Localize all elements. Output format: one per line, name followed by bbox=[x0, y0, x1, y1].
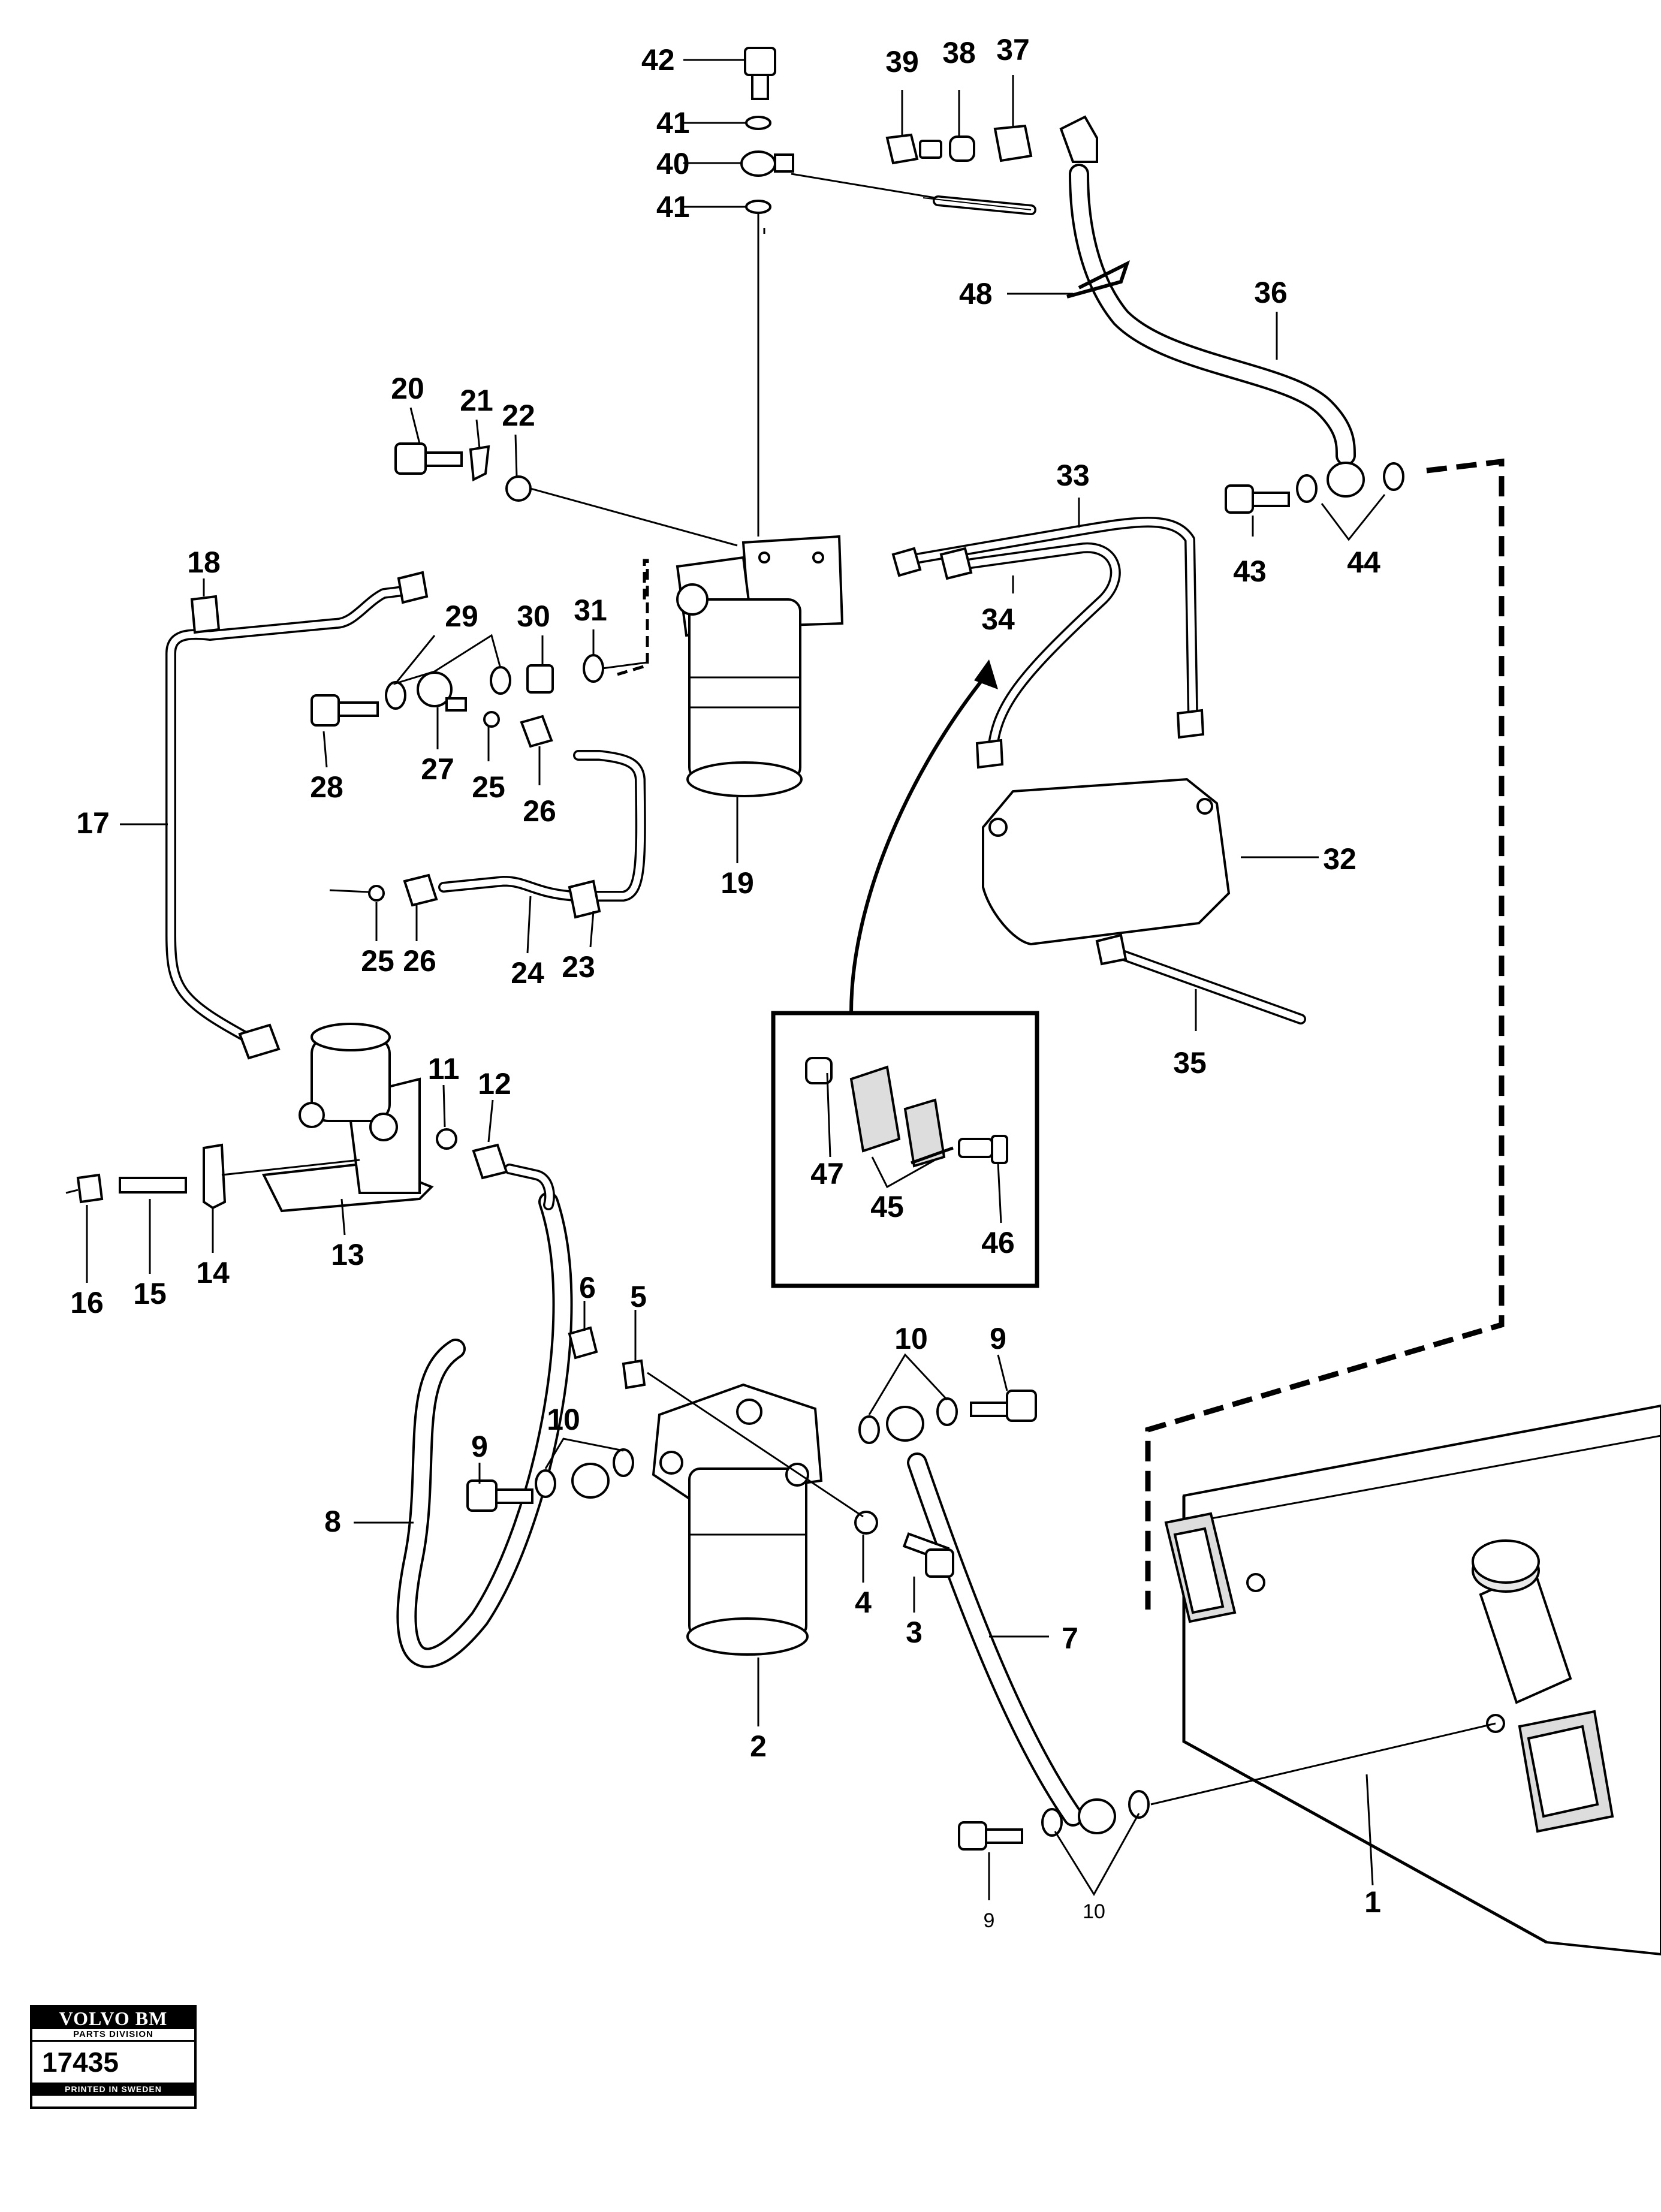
callout-17: 17 bbox=[76, 806, 110, 840]
pipe-33 bbox=[900, 517, 1198, 725]
callout-9-bottom: 9 bbox=[984, 1909, 995, 1932]
callout-40: 40 bbox=[656, 147, 690, 180]
badge-printed: PRINTED IN SWEDEN bbox=[32, 2083, 194, 2096]
callout-25-upper: 25 bbox=[472, 770, 505, 804]
callout-39: 39 bbox=[885, 45, 919, 79]
callout-26-upper: 26 bbox=[523, 794, 556, 828]
callout-35: 35 bbox=[1173, 1046, 1207, 1080]
fuel-pump-13 bbox=[261, 1023, 434, 1213]
callout-7: 7 bbox=[1062, 1622, 1078, 1655]
dashed-return-line bbox=[1145, 458, 1505, 1610]
callout-24: 24 bbox=[511, 956, 544, 990]
callout-1: 1 bbox=[1364, 1885, 1381, 1919]
callout-34: 34 bbox=[981, 602, 1015, 636]
callout-36: 36 bbox=[1254, 276, 1288, 309]
hose-36 bbox=[1069, 164, 1356, 466]
callout-31: 31 bbox=[574, 593, 607, 627]
pipe-24 bbox=[438, 750, 646, 902]
hardware bbox=[76, 47, 1404, 1851]
inset-arrow bbox=[849, 659, 998, 1014]
callout-46: 46 bbox=[981, 1226, 1015, 1259]
dashed-link-19-31 bbox=[617, 559, 649, 676]
callout-11: 11 bbox=[428, 1052, 460, 1086]
callout-15: 15 bbox=[133, 1277, 167, 1310]
callout-13: 13 bbox=[331, 1238, 364, 1271]
leader-lines bbox=[65, 59, 1496, 1900]
callout-10-bottom: 10 bbox=[1083, 1900, 1105, 1923]
callout-30: 30 bbox=[517, 599, 550, 633]
callout-22: 22 bbox=[502, 399, 535, 432]
pipe-35 bbox=[1104, 945, 1306, 1024]
callout-26: 26 bbox=[403, 944, 436, 978]
callout-25: 25 bbox=[361, 944, 394, 978]
inset-detail-box bbox=[771, 1011, 1039, 1288]
callout-42: 42 bbox=[641, 43, 675, 77]
callout-45: 45 bbox=[870, 1190, 904, 1223]
callout-48: 48 bbox=[959, 277, 993, 311]
callout-9: 9 bbox=[990, 1322, 1006, 1355]
pipe-34 bbox=[966, 542, 1121, 761]
callout-32: 32 bbox=[1323, 842, 1356, 876]
callout-19: 19 bbox=[721, 866, 754, 900]
callout-41: 41 bbox=[656, 106, 690, 140]
hose-7 bbox=[907, 1452, 1083, 1827]
callout-21: 21 bbox=[460, 384, 493, 417]
component-32 bbox=[982, 777, 1231, 946]
callout-41-lower: 41 bbox=[656, 190, 690, 224]
callout-2: 2 bbox=[750, 1729, 767, 1763]
callout-47: 47 bbox=[810, 1157, 844, 1191]
callout-43: 43 bbox=[1233, 554, 1267, 588]
callout-6: 6 bbox=[579, 1271, 596, 1304]
badge-division: PARTS DIVISION bbox=[32, 2029, 194, 2042]
callout-12: 12 bbox=[478, 1067, 511, 1101]
callout-5: 5 bbox=[630, 1280, 647, 1313]
tank-bracket-lower bbox=[1486, 1710, 1614, 1833]
badge-brand: VOLVO BM bbox=[32, 2008, 194, 2029]
callout-37: 37 bbox=[996, 33, 1030, 67]
fuel-filter-2 bbox=[652, 1383, 823, 1656]
callout-28: 28 bbox=[310, 770, 343, 804]
callout-10: 10 bbox=[894, 1322, 928, 1355]
callout-labels: 1 2 3 4 5 6 7 8 9 10 11 12 13 14 15 16 1… bbox=[70, 33, 1381, 1932]
callout-20: 20 bbox=[391, 372, 424, 405]
callout-27: 27 bbox=[421, 752, 454, 786]
callout-8: 8 bbox=[324, 1505, 341, 1538]
pipe-17 bbox=[165, 585, 413, 1045]
volvo-bm-parts-badge: VOLVO BM PARTS DIVISION 17435 PRINTED IN… bbox=[30, 2005, 197, 2109]
callout-14: 14 bbox=[196, 1256, 230, 1289]
callout-3: 3 bbox=[906, 1616, 923, 1649]
fuel-tank bbox=[1164, 1404, 1661, 1956]
badge-number: 17435 bbox=[42, 2047, 119, 2078]
callout-4: 4 bbox=[855, 1586, 872, 1619]
callout-38: 38 bbox=[942, 36, 976, 70]
callout-23: 23 bbox=[562, 950, 595, 984]
callout-16: 16 bbox=[70, 1286, 104, 1319]
callout-44: 44 bbox=[1347, 546, 1380, 579]
callout-9-lower-left: 9 bbox=[471, 1430, 488, 1463]
fuel-filter-19 bbox=[676, 535, 844, 797]
callout-33: 33 bbox=[1056, 459, 1090, 492]
callout-18: 18 bbox=[187, 546, 221, 579]
tank-filler-cap bbox=[1472, 1539, 1572, 1704]
callout-10-lower-left: 10 bbox=[547, 1403, 580, 1436]
pipe-12-to-8 bbox=[504, 1164, 555, 1210]
hose-8 bbox=[396, 1192, 573, 1668]
tank-bracket-upper bbox=[1164, 1512, 1265, 1623]
callout-29: 29 bbox=[445, 599, 478, 633]
